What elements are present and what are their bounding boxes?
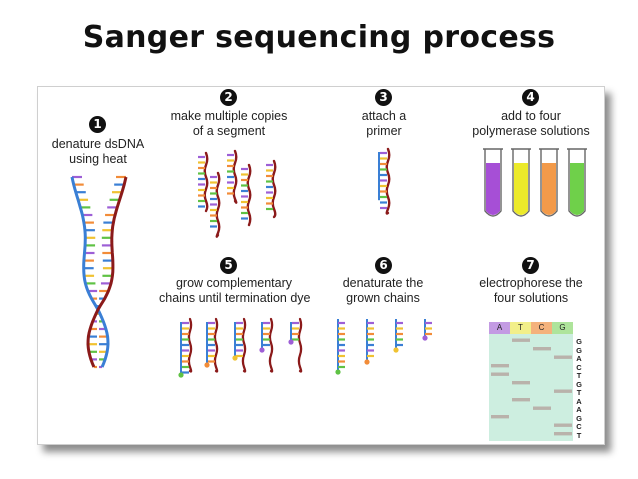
gel-band-12 — [512, 338, 530, 342]
tube-4-glass — [568, 149, 586, 217]
page-title: Sanger sequencing process — [82, 20, 556, 55]
step-1-line1: denature dsDNA — [51, 137, 145, 151]
growth-1-dye — [178, 372, 184, 378]
step-2-line1: make multiple copies — [170, 109, 288, 123]
gel-lane-g-header: G — [552, 322, 573, 334]
step-5-badge: 5 — [220, 257, 237, 274]
gel-lane-t-header: T — [510, 322, 531, 334]
growth-5-dye — [288, 339, 294, 345]
helix-red-strand — [86, 176, 128, 368]
step-7-label: electrophorese the four solutions — [463, 276, 599, 306]
gel-lane-c-header: C — [531, 322, 552, 334]
growth-2-dye — [204, 362, 210, 368]
sequence-letter: T — [576, 388, 582, 397]
diagram-artwork — [70, 147, 587, 441]
helix-blue-strand — [70, 176, 110, 368]
tube-3-liquid — [542, 163, 556, 215]
gel-band-3 — [491, 415, 509, 419]
growth-3-template — [241, 317, 247, 373]
sequence-letter: A — [576, 396, 582, 406]
gel-band-11 — [533, 347, 551, 351]
tube-2-glass — [512, 149, 530, 217]
sequence-letter: A — [576, 354, 582, 363]
gel-band-8 — [491, 372, 509, 376]
step-4-line2: polymerase solutions — [472, 124, 590, 138]
chain-4-dye — [422, 335, 428, 341]
sequence-letter: C — [576, 422, 582, 431]
step-1-line2: using heat — [69, 152, 127, 166]
sequence-letter: T — [576, 430, 582, 440]
step-7-line2: four solutions — [493, 291, 569, 305]
tube-2-liquid — [514, 163, 528, 215]
step-3-badge: 3 — [375, 89, 392, 106]
chain-1-dye — [335, 369, 341, 375]
step-4-badge: 4 — [522, 89, 539, 106]
gel-band-10 — [554, 355, 572, 359]
growth-1-template — [187, 317, 193, 373]
gel-lane-a-header: A — [489, 322, 510, 334]
copy-2-strand — [215, 171, 221, 238]
sequence-letter: G — [576, 379, 582, 389]
gel-band-6 — [554, 389, 572, 393]
diagram-panel: 1 denature dsDNA using heat 2 make multi… — [37, 86, 605, 445]
step-5-line2: chains until termination dye — [159, 291, 311, 305]
tube-1-liquid — [486, 163, 500, 215]
gel-band-5 — [512, 398, 530, 402]
copy-5-strand — [271, 159, 277, 219]
step-6-badge: 6 — [375, 257, 392, 274]
tube-4-liquid — [570, 163, 584, 215]
step-4-line1: add to four — [501, 109, 561, 123]
gel-band-2 — [554, 423, 572, 427]
primer-strand-strand — [385, 147, 391, 215]
step-3-line1: attach a — [361, 109, 407, 123]
gel-band-1 — [554, 432, 572, 436]
step-2-label: make multiple copies of a segment — [159, 109, 299, 139]
sequence-letter: G — [576, 345, 582, 355]
growth-2-template — [213, 317, 219, 373]
step-7-badge: 7 — [522, 257, 539, 274]
growth-3-dye — [232, 355, 238, 361]
step-7-line1: electrophorese the — [479, 276, 583, 290]
copy-4-strand — [246, 163, 252, 227]
step-6-label: denaturate the grown chains — [328, 276, 438, 306]
gel-band-7 — [512, 381, 530, 385]
step-2-badge: 2 — [220, 89, 237, 106]
sequence-letter: T — [576, 371, 582, 380]
gel-band-9 — [491, 364, 509, 368]
step-4-label: add to four polymerase solutions — [458, 109, 604, 139]
gel-band-4 — [533, 406, 551, 410]
step-1-label: denature dsDNA using heat — [42, 137, 154, 167]
step-6-line1: denaturate the — [342, 276, 424, 290]
step-3-line2: primer — [366, 124, 402, 138]
chain-3-dye — [393, 347, 399, 353]
step-5-line1: grow complementary — [175, 276, 292, 290]
step-6-line2: grown chains — [346, 291, 420, 305]
sequence-letter: G — [576, 337, 582, 346]
sequence-letter: A — [576, 405, 582, 414]
step-3-label: attach a primer — [338, 109, 430, 139]
growth-5-template — [297, 317, 303, 373]
tube-3-glass — [540, 149, 558, 217]
copy-1-strand — [203, 151, 209, 213]
chain-2-dye — [364, 359, 370, 365]
step-2-line2: of a segment — [192, 124, 266, 138]
copy-3-strand — [232, 149, 238, 204]
step-5-label: grow complementary chains until terminat… — [159, 276, 311, 306]
gel-body — [489, 334, 573, 441]
sequence-letter: C — [576, 362, 582, 372]
growth-4-template — [268, 317, 274, 373]
sequence-letter: G — [576, 413, 582, 423]
step-1-badge: 1 — [89, 116, 106, 133]
growth-4-dye — [259, 347, 265, 353]
tube-1-glass — [484, 149, 502, 217]
